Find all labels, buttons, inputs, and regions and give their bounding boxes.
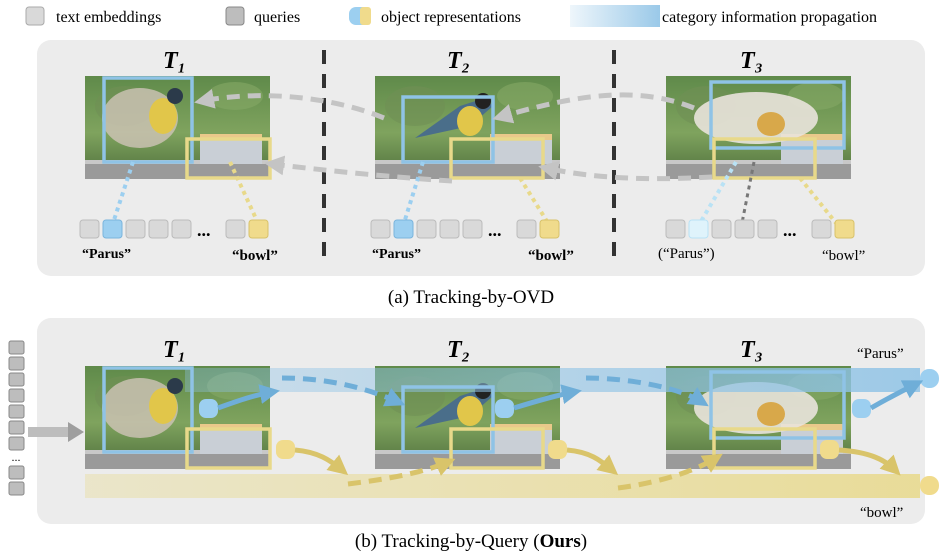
query-swatch-icon — [225, 6, 245, 26]
bowl-representation-dot — [548, 440, 567, 459]
parus-output-dot — [920, 369, 939, 388]
query-input-arrowhead — [68, 422, 84, 442]
label-parus-t1: “Parus” — [82, 247, 131, 262]
parus-propagation-arrow — [217, 384, 280, 411]
panel-b: ... T₁ T₂ T₃ — [8, 318, 939, 524]
parus-representation-dot — [199, 399, 218, 418]
bowl-propagation-arrow — [294, 447, 349, 476]
query-ellipsis: ... — [12, 450, 21, 464]
caption-b-prefix: (b) Tracking-by-Query ( — [355, 531, 540, 552]
bowl-representation-dot — [276, 440, 295, 459]
parus-box-t2 — [401, 385, 495, 454]
label-bowl-t2: “bowl” — [528, 248, 574, 264]
query-stack: ... — [8, 340, 25, 496]
embedding-row-t3: ... — [665, 219, 855, 240]
frame-label-t2: T₂ — [447, 337, 470, 363]
parus-box-t1 — [102, 76, 194, 164]
parus-box-t2 — [401, 95, 495, 164]
embedding-link — [402, 161, 425, 224]
embedding-link — [740, 161, 756, 224]
caption-b-bold: Ours — [540, 531, 581, 552]
association-arrow — [538, 160, 713, 182]
propagation-swatch-icon — [570, 5, 660, 27]
embedding-ellipsis: ... — [783, 220, 797, 240]
embedding-link — [698, 160, 738, 225]
bowl-box-t2 — [449, 137, 545, 180]
bowl-association-arrow — [347, 457, 456, 487]
bowl-box-t1 — [185, 427, 272, 470]
caption-a: (a) Tracking-by-OVD — [388, 287, 554, 308]
label-parus-t2: “Parus” — [372, 247, 421, 262]
frame-label-t2: T₂ — [447, 48, 470, 74]
parus-association-arrow — [585, 375, 709, 407]
parus-propagation-arrow — [869, 380, 924, 411]
panel-a: T₁ T₂ T₃ — [37, 40, 925, 276]
embedding-row-t2: ... — [370, 219, 560, 240]
frame-label-t1: T₁ — [163, 48, 186, 74]
embedding-ellipsis: ... — [488, 220, 502, 240]
legend-category-propagation: category information propagation — [662, 9, 877, 26]
bowl-box-t3 — [712, 137, 817, 180]
embedding-row-t1: ... — [79, 219, 269, 240]
legend-text-embeddings: text embeddings — [56, 9, 161, 26]
parus-box-t3 — [709, 370, 846, 440]
frame-label-t3: T₃ — [740, 337, 763, 363]
frame-image-t1 — [85, 76, 270, 179]
legend-object-representations: object representations — [381, 9, 521, 26]
parus-association-arrow — [281, 375, 406, 407]
legend: text embeddings queries object represent… — [25, 5, 877, 27]
parus-box-t3 — [709, 80, 846, 150]
parus-representation-dot — [495, 399, 514, 418]
label-parus-t3: (“Parus”) — [658, 246, 715, 262]
label-bowl-t3: “bowl” — [822, 248, 865, 264]
embedding-link — [518, 176, 550, 225]
bowl-output-dot — [920, 476, 939, 495]
bowl-representation-dot — [820, 440, 839, 459]
bowl-association-arrow — [617, 453, 723, 491]
frame-image-t3 — [666, 366, 851, 469]
parus-box-t1 — [102, 366, 194, 454]
frame-image-t1 — [85, 366, 270, 469]
frame-label-t3: T₃ — [740, 48, 763, 74]
association-arrow — [264, 155, 453, 184]
output-label-bowl: “bowl” — [860, 505, 903, 521]
label-bowl-t1: “bowl” — [232, 248, 278, 264]
association-arrow — [492, 92, 695, 124]
association-arrow — [194, 88, 385, 121]
embedding-link — [798, 176, 838, 225]
output-label-parus: “Parus” — [857, 346, 904, 362]
embedding-ellipsis: ... — [197, 220, 211, 240]
parus-representation-dot — [852, 399, 871, 418]
bowl-propagation-arrow — [838, 447, 901, 476]
bowl-box-t3 — [712, 427, 817, 470]
bowl-propagation-track — [85, 474, 920, 498]
object-representation-swatch-icon — [349, 7, 371, 25]
caption-b-suffix: ) — [581, 531, 587, 552]
parus-propagation-arrow — [513, 384, 582, 411]
caption-b: (b) Tracking-by-Query (Ours) — [355, 531, 587, 552]
bowl-box-t2 — [449, 427, 545, 470]
embedding-link — [111, 161, 135, 224]
text-embedding-swatch-icon — [25, 6, 45, 26]
legend-queries: queries — [254, 9, 300, 26]
embedding-link — [228, 161, 260, 224]
bowl-propagation-arrow — [566, 447, 619, 476]
frame-image-t3 — [666, 76, 851, 179]
frame-label-t1: T₁ — [163, 337, 186, 363]
